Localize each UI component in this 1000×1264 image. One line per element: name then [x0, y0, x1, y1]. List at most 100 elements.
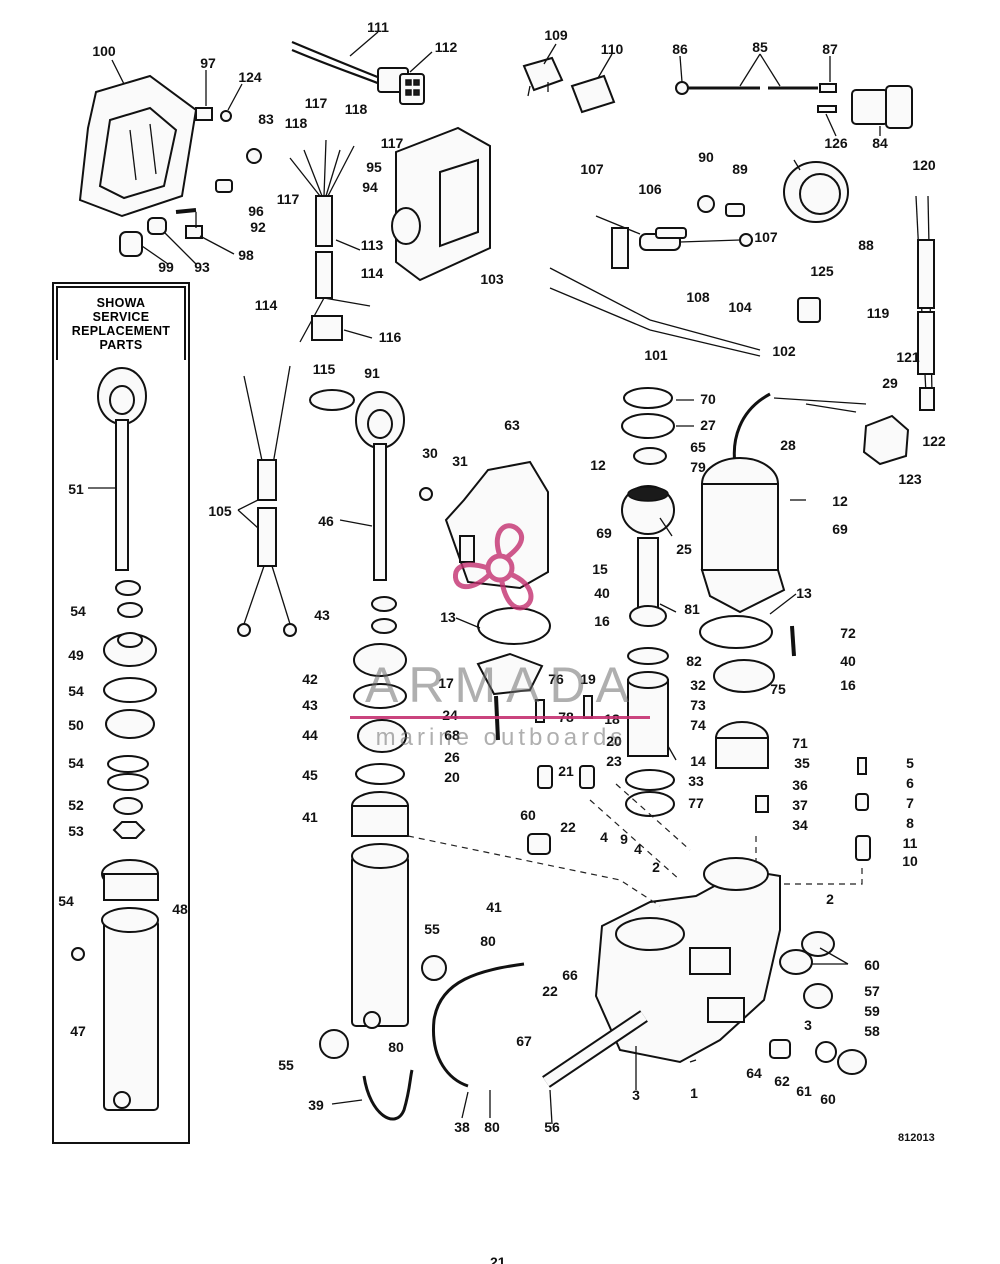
bushing-55: [319, 955, 447, 1059]
callout-24: 24: [442, 707, 458, 723]
callout-123: 123: [898, 471, 922, 487]
valve-10: [855, 835, 871, 861]
callout-88: 88: [858, 237, 874, 253]
callout-53: 53: [68, 823, 84, 839]
callout-78: 78: [558, 709, 574, 725]
callout-41-a: 41: [302, 809, 318, 825]
callout-60-a: 60: [520, 807, 536, 823]
o-ring-70: [623, 387, 673, 409]
callout-107-right: 107: [754, 229, 778, 245]
callout-13-left: 13: [440, 609, 456, 625]
callout-54-a: 54: [70, 603, 86, 619]
clip-89: [725, 203, 745, 217]
callout-75: 75: [770, 681, 786, 697]
motor-28: [700, 392, 786, 614]
callout-23: 23: [606, 753, 622, 769]
callout-33: 33: [688, 773, 704, 789]
leader-lines: [88, 31, 881, 1125]
gland-42: [353, 643, 407, 677]
valve-21: [537, 765, 553, 789]
cylinder-body: [351, 843, 409, 1029]
seal-43: [371, 596, 397, 634]
callout-10: 10: [902, 853, 918, 869]
connector-112: [399, 73, 425, 105]
spring-19: [583, 695, 593, 719]
callout-32: 32: [690, 677, 706, 693]
fitting-37: [755, 795, 769, 813]
manifold-71: [715, 721, 769, 769]
callout-54-b: 54: [68, 683, 84, 699]
screw-83: [246, 148, 262, 164]
o-ring-13b: [699, 615, 773, 649]
page-number: 21: [490, 1254, 506, 1264]
screw-72: [790, 625, 796, 657]
callout-14: 14: [690, 753, 706, 769]
trim-gauge-88: [783, 159, 849, 223]
callout-110: 110: [601, 41, 624, 57]
o-ring-54: [103, 677, 157, 703]
callout-86: 86: [672, 41, 688, 57]
spring-76: [535, 699, 545, 723]
cover-95: [391, 126, 491, 282]
valve-57: [803, 983, 833, 1009]
gear-25: [621, 485, 675, 535]
callout-12-right: 12: [832, 493, 848, 509]
callout-71: 71: [792, 735, 808, 751]
callout-22-a: 22: [560, 819, 576, 835]
callout-122: 122: [922, 433, 946, 449]
screw-92: [175, 208, 197, 214]
callout-61: 61: [796, 1083, 812, 1099]
callout-7: 7: [906, 795, 914, 811]
callout-18: 18: [604, 711, 620, 727]
callout-101: 101: [644, 347, 668, 363]
callout-95: 95: [366, 159, 382, 175]
callout-62: 62: [774, 1073, 790, 1089]
clip-96: [215, 179, 233, 193]
callout-108: 108: [686, 289, 710, 305]
callout-40-right: 40: [840, 653, 856, 669]
callout-17: 17: [438, 675, 454, 691]
callout-119: 119: [867, 305, 890, 321]
callout-91: 91: [364, 365, 380, 381]
callout-22-b: 22: [542, 983, 558, 999]
callout-120: 120: [912, 157, 936, 173]
callout-67: 67: [516, 1033, 532, 1049]
fitting-48: [71, 947, 85, 961]
showa-parts-frame: [52, 282, 190, 1144]
callout-126: 126: [824, 135, 848, 151]
callout-69-right: 69: [832, 521, 848, 537]
callout-30: 30: [422, 445, 438, 461]
callout-2-a: 2: [652, 859, 660, 875]
callout-36: 36: [792, 777, 808, 793]
callout-15: 15: [592, 561, 608, 577]
ring-32: [713, 659, 775, 693]
cylinder-rod-51: [97, 367, 147, 571]
callout-49: 49: [68, 647, 84, 663]
callout-96: 96: [248, 203, 264, 219]
clamp-99: [119, 231, 143, 257]
callout-38: 38: [454, 1119, 470, 1135]
callout-47: 47: [70, 1023, 86, 1039]
callout-80-c: 80: [484, 1119, 500, 1135]
callout-20-b: 20: [444, 769, 460, 785]
gland-49: [103, 632, 157, 667]
callout-104: 104: [728, 299, 752, 315]
callout-26: 26: [444, 749, 460, 765]
callout-46: 46: [318, 513, 334, 529]
callout-70: 70: [700, 391, 716, 407]
shaft-81: [629, 537, 667, 627]
callout-66: 66: [562, 967, 578, 983]
callout-39: 39: [308, 1097, 324, 1113]
spring-5: [857, 757, 867, 775]
callout-60-c: 60: [820, 1091, 836, 1107]
callout-51: 51: [68, 481, 84, 497]
connector-125: [797, 297, 821, 323]
callout-5: 5: [906, 755, 914, 771]
callout-113: 113: [361, 237, 384, 253]
callout-54-c: 54: [68, 755, 84, 771]
seat-7: [855, 793, 869, 811]
callout-58: 58: [864, 1023, 880, 1039]
connector-123: [862, 414, 910, 466]
callout-59: 59: [864, 1003, 880, 1019]
